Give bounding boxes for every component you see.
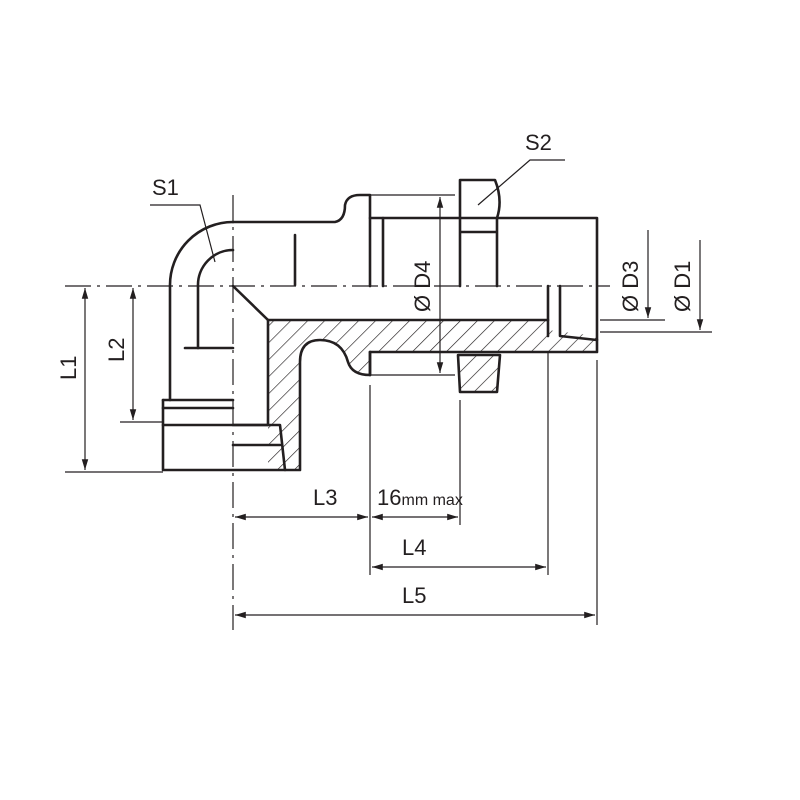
dimension-lines — [81, 159, 704, 619]
label-l2: L2 — [104, 338, 129, 362]
label-d4: Ø D4 — [410, 261, 435, 312]
label-s2: S2 — [525, 130, 552, 155]
nut — [456, 178, 502, 394]
centerlines — [65, 195, 610, 630]
extension-lines — [65, 194, 712, 625]
max-length-unit: mm max — [401, 492, 462, 509]
max-length-value: 16 — [377, 485, 401, 510]
label-s1: S1 — [152, 175, 179, 200]
label-d1: Ø D1 — [670, 261, 695, 312]
nut-hatch — [458, 355, 500, 392]
label-l4: L4 — [402, 535, 426, 560]
elbow-body — [161, 193, 599, 472]
label-l1: L1 — [56, 356, 81, 380]
label-d3: Ø D3 — [618, 261, 643, 312]
label-max-length: 16mm max — [377, 485, 463, 510]
label-l5: L5 — [402, 583, 426, 608]
section-hatch — [268, 320, 597, 470]
label-l3: L3 — [313, 485, 337, 510]
